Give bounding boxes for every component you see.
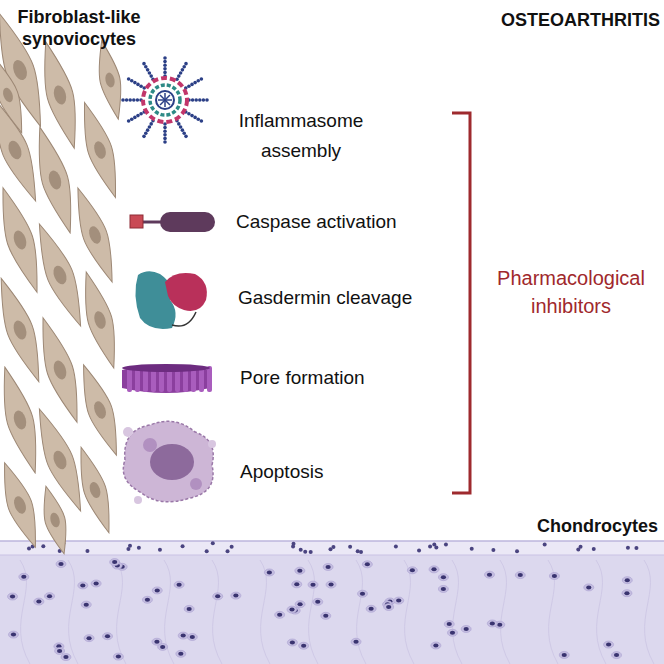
inhibitor-label: Pharmacological inhibitors xyxy=(484,264,658,320)
apoptotic-cell-icon xyxy=(123,421,216,504)
synoviocyte-cells xyxy=(0,9,128,557)
step-label: Apoptosis xyxy=(240,460,440,484)
caspase-icon xyxy=(130,212,215,232)
step-label: Inflammasome assembly xyxy=(226,106,376,166)
pore-icon xyxy=(122,364,212,393)
cell-type-label: Fibroblast-like synoviocytes xyxy=(2,6,156,50)
disease-label: OSTEOARTHRITIS xyxy=(496,9,660,31)
step-label: Gasdermin cleavage xyxy=(238,286,438,310)
gasdermin-icon xyxy=(135,271,206,329)
cell-type-label: Chondrocytes xyxy=(500,515,658,537)
bracket xyxy=(452,113,470,493)
step-label: Caspase activation xyxy=(236,210,436,234)
inflammasome-icon xyxy=(121,56,209,144)
cartilage-band xyxy=(0,541,664,664)
step-label: Pore formation xyxy=(240,366,440,390)
